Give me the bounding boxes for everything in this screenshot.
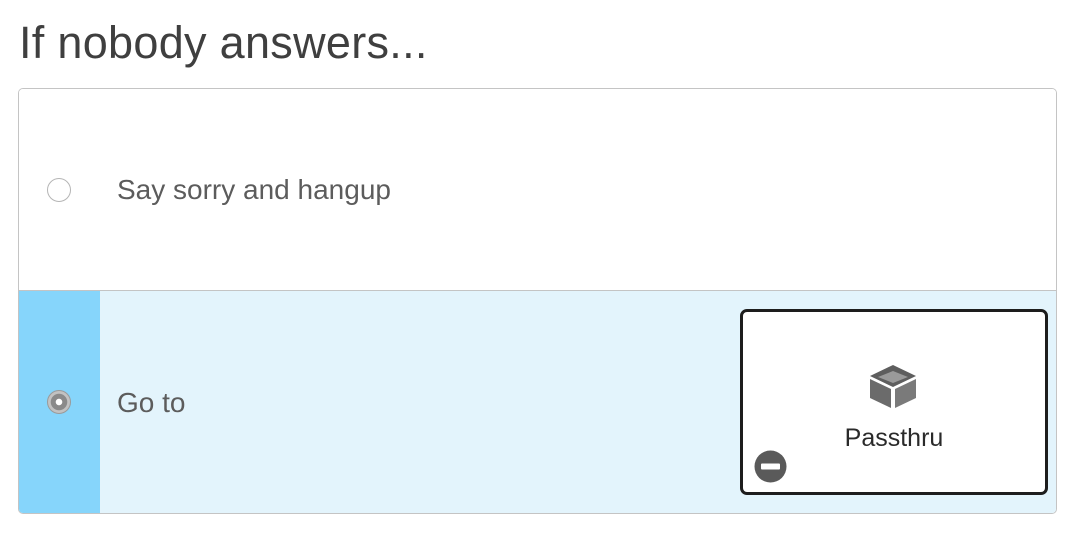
- say-sorry-radio[interactable]: [47, 178, 71, 202]
- target-label: Passthru: [844, 424, 944, 452]
- section-heading: If nobody answers...: [19, 17, 428, 68]
- go-to-target-card[interactable]: Passthru: [740, 309, 1048, 495]
- cube-icon: [870, 365, 916, 408]
- say-sorry-label: Say sorry and hangup: [117, 174, 391, 205]
- no-answer-options-panel: Say sorry and hangup Go to Passthru: [18, 88, 1057, 514]
- option-go-to[interactable]: Go to Passthru: [19, 291, 1056, 513]
- go-to-label: Go to: [117, 387, 186, 418]
- remove-icon[interactable]: [754, 450, 787, 483]
- option-say-sorry[interactable]: Say sorry and hangup: [19, 89, 1056, 291]
- go-to-radio[interactable]: [47, 390, 71, 414]
